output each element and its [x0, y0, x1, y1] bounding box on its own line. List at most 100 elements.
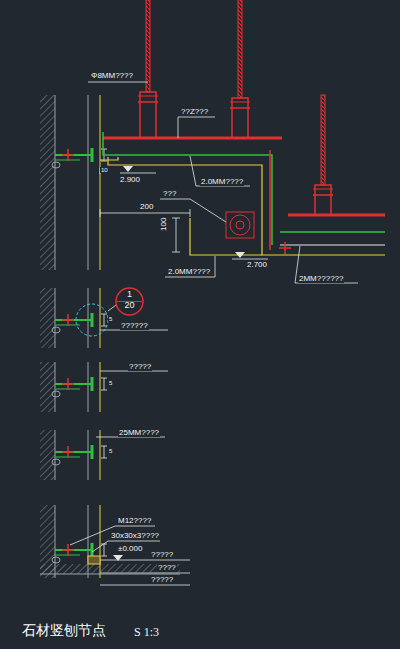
anchor-bolt [52, 391, 60, 397]
hanger-bolt [230, 107, 250, 109]
wall-face [55, 288, 56, 348]
secondary-keel [103, 132, 272, 245]
hanger-bolt [313, 194, 333, 196]
hanger-bolt [313, 189, 333, 190]
dim-tick [101, 378, 107, 379]
leader [160, 199, 226, 222]
callout-text: 2MM?????? [298, 275, 344, 283]
curtain-motor [230, 215, 250, 235]
callout-circle: 120 [115, 287, 144, 316]
leader [100, 585, 190, 586]
leader [108, 541, 160, 542]
scale-note: S 1:3 [133, 626, 160, 638]
dim-line [104, 544, 105, 556]
dim-tick [172, 218, 180, 219]
dim-tick [101, 161, 107, 162]
dim-tick [101, 326, 107, 327]
dimension: 5 [108, 316, 113, 322]
callout-text: 2.0MM???? [167, 268, 211, 276]
callout-text: 2.0MM???? [200, 178, 244, 186]
leader [178, 117, 179, 138]
callout-ring [116, 288, 143, 315]
stone-face [100, 430, 101, 480]
bolt-mark [284, 242, 286, 254]
threaded-rod [238, 0, 242, 98]
anchor-bolt [52, 162, 60, 168]
stone-back [88, 362, 89, 412]
steel-angle [55, 549, 92, 551]
callout-text: ??? [162, 190, 177, 198]
steel-angle [55, 319, 92, 321]
callout-text: ???? [157, 564, 177, 572]
callout-text: ??Z??? [180, 108, 209, 116]
stone-clip [91, 543, 94, 557]
stone-back [88, 288, 89, 348]
callout-text: 30x30x3???? [110, 532, 160, 540]
steel-angle [55, 451, 92, 453]
wall-face [55, 95, 56, 270]
callout-text: ±0.000 [117, 545, 143, 553]
main-channel [288, 214, 385, 217]
wall-hatch [40, 95, 55, 270]
main-channel [103, 137, 282, 140]
dim-tick [172, 252, 180, 253]
dim-tick [101, 149, 107, 150]
curtain-motor-box [226, 212, 254, 238]
callout-text: ????? [128, 363, 152, 371]
dim-line [176, 218, 177, 252]
bolt-mark [67, 446, 69, 458]
dimension: 5 [108, 380, 113, 386]
leader [215, 256, 216, 277]
elevation-line [120, 173, 156, 174]
callout-text: ????? [150, 551, 174, 559]
wall-face [55, 362, 56, 412]
detail-scale: 20 [115, 299, 144, 310]
stone-back [88, 95, 89, 270]
dim-line [100, 213, 190, 214]
dimension: 10 [100, 167, 109, 173]
threaded-rod [146, 0, 150, 92]
bolt-mark [67, 314, 69, 326]
detail-number: 1 [115, 287, 144, 299]
dim-tick [190, 209, 191, 217]
leader [165, 277, 215, 278]
leader [115, 526, 155, 527]
wall-hatch [40, 430, 55, 480]
hanger-bolt [230, 102, 250, 103]
mortar-bed [88, 556, 100, 564]
anchor-bolt [52, 557, 60, 563]
callout-text: M12???? [117, 517, 152, 525]
stone-face [100, 362, 101, 412]
callout-text: 25MM???? [118, 429, 160, 437]
elevation-mark [123, 166, 133, 172]
stone-face [100, 288, 101, 348]
drawing-title: 石材竖刨节点 [22, 623, 106, 637]
stone-face [100, 95, 101, 270]
bolt-mark [67, 378, 69, 390]
stone-clip [91, 148, 94, 162]
callout-text: ????? [150, 576, 174, 584]
gypsum-board [108, 157, 385, 255]
bolt-mark [67, 544, 69, 556]
steel-angle [55, 383, 92, 385]
dim-line [104, 446, 105, 458]
leader [108, 305, 116, 311]
curtain-motor [236, 221, 244, 229]
threaded-rod [321, 95, 325, 185]
hanger-bracket [232, 98, 248, 138]
anchor-bolt [52, 327, 60, 333]
floor-hatch [40, 564, 180, 574]
wall-hatch [40, 288, 55, 348]
dim-tick [101, 390, 107, 391]
elevation-line [232, 259, 268, 260]
dim-tick [101, 314, 107, 315]
leader [92, 541, 108, 552]
elevation-mark [235, 252, 245, 258]
dimension: 5 [108, 448, 113, 454]
board-line [280, 245, 385, 246]
leader [100, 560, 190, 561]
dimension: 100 [160, 217, 168, 232]
secondary-keel [280, 231, 385, 233]
stone-clip [91, 377, 94, 391]
stone-clip [91, 313, 94, 327]
